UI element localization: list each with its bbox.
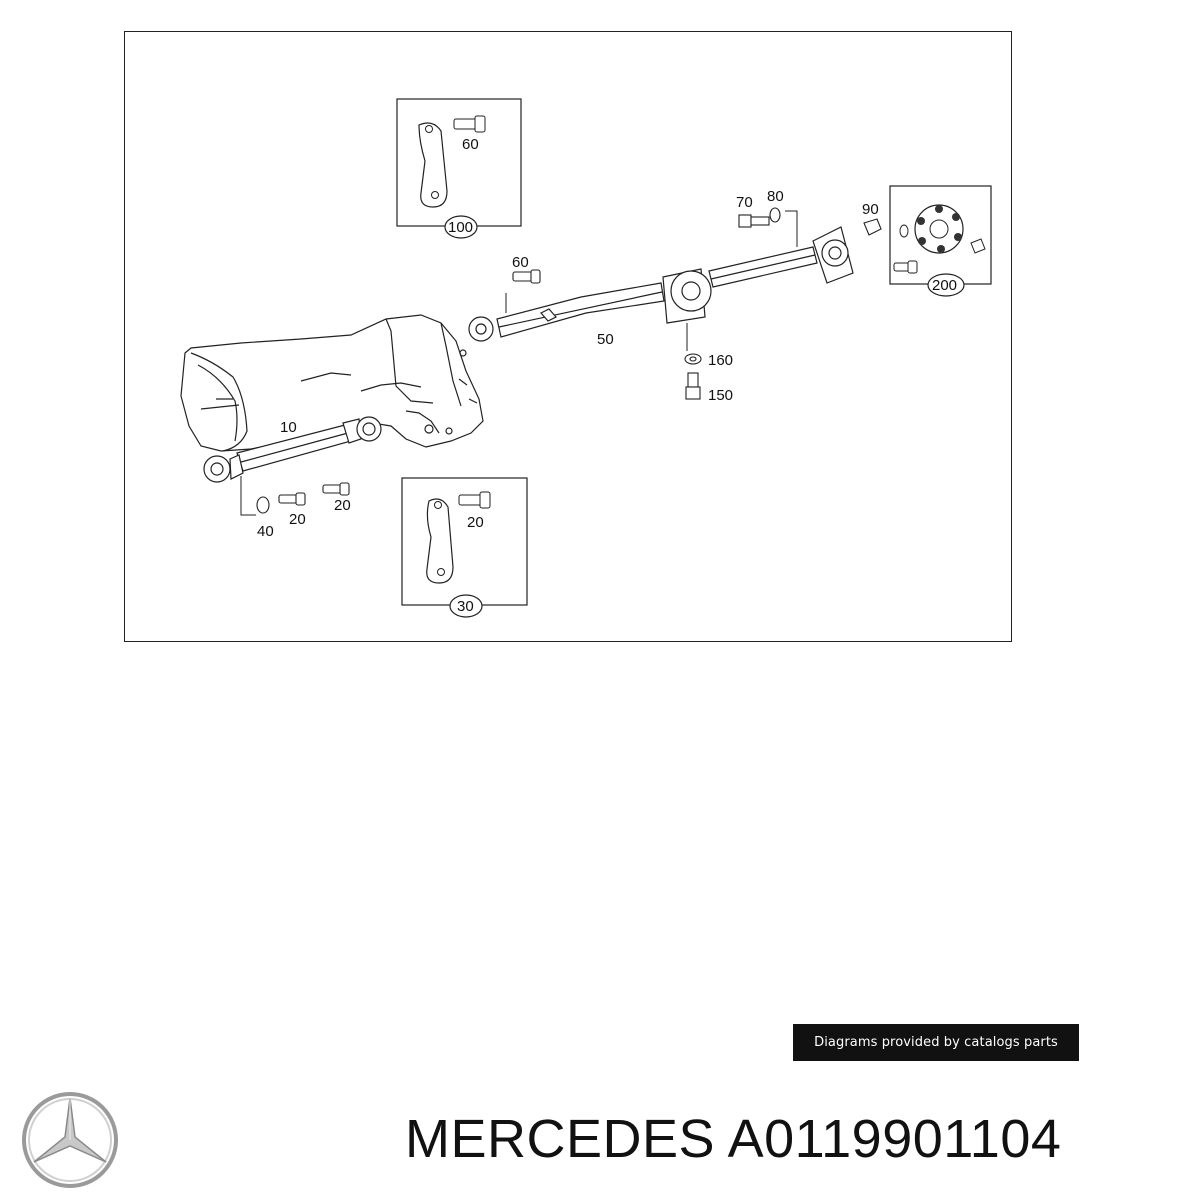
callout-150: 150 [708, 387, 733, 404]
callout-90: 90 [862, 201, 879, 218]
fasteners [256, 207, 882, 514]
main-driveshaft [468, 226, 854, 342]
callout-30: 30 [457, 598, 474, 615]
callout-20c: 20 [467, 514, 484, 531]
inset-30 [401, 477, 528, 618]
credit-banner: Diagrams provided by catalogs parts [793, 1024, 1079, 1061]
callout-50: 50 [597, 331, 614, 348]
callout-70: 70 [736, 194, 753, 211]
callout-60b: 60 [512, 254, 529, 271]
callout-80: 80 [767, 188, 784, 205]
front-driveshaft [203, 416, 382, 483]
mercedes-star-logo [22, 1092, 118, 1188]
callout-20a: 20 [289, 511, 306, 528]
callout-200: 200 [932, 277, 957, 294]
callout-40: 40 [257, 523, 274, 540]
part-title: MERCEDES A0119901104 [405, 1109, 1062, 1169]
inset-200 [889, 185, 992, 297]
callout-60a: 60 [462, 136, 479, 153]
inset-100 [396, 98, 522, 239]
leader-lines [240, 210, 798, 516]
callout-labels: 10 20 20 20 30 40 50 60 60 70 80 90 100 … [257, 136, 957, 615]
callout-20b: 20 [334, 497, 351, 514]
callout-100: 100 [448, 219, 473, 236]
transmission-housing [180, 314, 484, 452]
callout-160: 160 [708, 352, 733, 369]
callout-10: 10 [280, 419, 297, 436]
driveshaft-exploded-diagram: 10 20 20 20 30 40 50 60 60 70 80 90 100 … [180, 98, 992, 618]
diagram-frame: 10 20 20 20 30 40 50 60 60 70 80 90 100 … [124, 31, 1012, 642]
